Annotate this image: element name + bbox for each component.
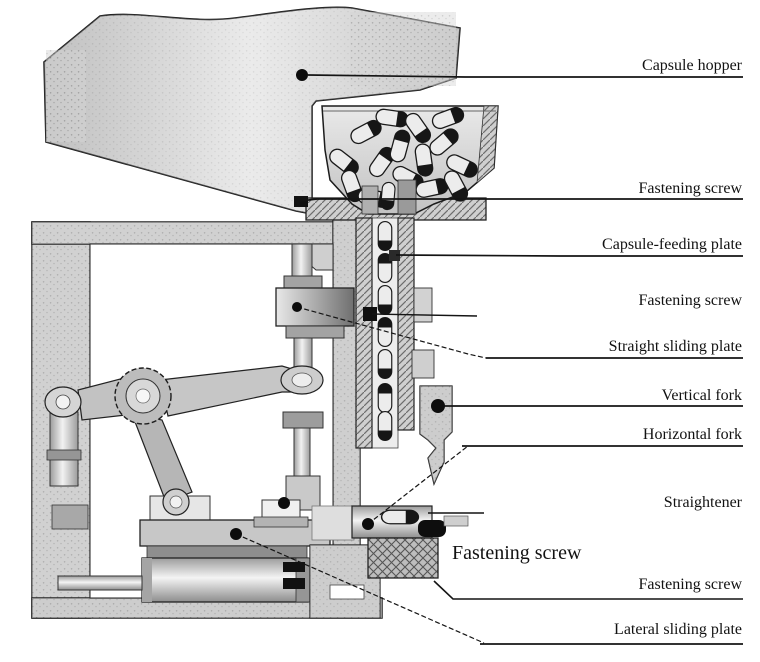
leader-capsule-feeding-plate [395,254,743,257]
drive-rod [57,575,143,591]
cylinder-bolt-1 [283,562,305,572]
label-fastening-screw-2: Fastening screw [638,292,742,309]
leader-dots [230,69,445,540]
leader-lateral-sliding-plate-diag [235,533,485,644]
piston-flange-bottom [285,325,345,339]
left-cylinder [49,411,79,487]
label-capsule-hopper: Capsule hopper [642,57,742,74]
drive-cylinder [141,557,309,603]
dot-straight-sliding-plate [292,302,302,312]
piston-rod-top [291,243,313,279]
leader-straight-sliding-plate-diag [296,306,487,359]
feeding-plate-screw [389,250,400,261]
label-fastening-screw-bottom: Fastening screw [638,576,742,593]
label-fastening-screw-top: Fastening screw [638,180,742,197]
dot-capsule-hopper [296,69,308,81]
lateral-sliding-assembly [57,499,381,619]
horizontal-fork-part [351,505,469,579]
leader-horizontal-fork-diag [367,445,469,525]
capsule-hopper-part [43,6,461,215]
bowl-mouth-post-left [361,185,379,215]
dot-vertical-fork [431,399,445,413]
dot-horizontal-fork [362,518,374,530]
label-fastening-screw-large: Fastening screw [452,542,582,564]
right-rod [293,427,311,477]
dot-lateral-sliding-plate [230,528,242,540]
slide-guide-block [311,505,355,541]
leader-capsule-hopper [307,74,743,78]
label-straight-sliding-plate: Straight sliding plate [608,338,742,355]
vertical-fork-part [419,385,453,487]
left-cylinder-base [51,504,89,530]
label-straightener: Straightener [663,494,742,511]
column-side-block-lower [411,349,435,379]
rocker-mechanism [44,365,324,530]
leader-fastening-screw-top [299,198,743,202]
straightener-block [367,537,439,579]
piston-flange-top [283,275,323,289]
label-horizontal-fork: Horizontal fork [642,426,742,443]
leader-fastening-screw-2 [371,313,478,317]
feed-wall-right [397,217,415,431]
label-lateral-sliding-plate: Lateral sliding plate [614,621,742,638]
bowl-mouth-post-right [397,179,417,215]
leader-fastening-screw-bottom [433,580,743,600]
fork-screw-head [418,520,446,537]
column-side-block-upper [413,287,433,323]
capsule-feeding-column [355,217,435,449]
leader-lines [235,74,743,645]
bowl-hatched-wall [476,105,499,184]
column-fastening-screw [363,307,377,321]
straight-sliding-plate-block [275,287,355,327]
cylinder-bolt-2 [283,578,305,589]
capsule-bowl [321,104,499,215]
dot-bracket-screw [278,497,290,509]
piston-rod-mid [293,337,313,369]
label-vertical-fork: Vertical fork [661,387,742,404]
right-rod-collar [282,411,324,429]
label-capsule-feeding-plate: Capsule-feeding plate [602,236,742,253]
feed-wall-left [355,217,373,449]
